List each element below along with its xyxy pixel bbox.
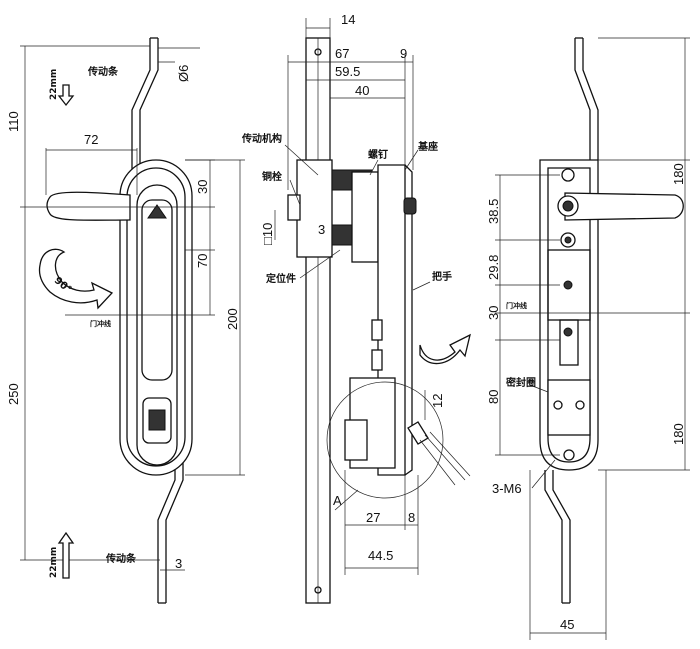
right-view: 180 180 38.5 29.8 30 80 45 3-M6 门冲线 密封圈 (486, 37, 690, 640)
stroke-top: 22mm (49, 69, 59, 100)
dim-14: 14 (341, 12, 355, 27)
dim-45: 45 (560, 617, 574, 632)
detail-circle-A (326, 381, 444, 499)
label-rod-bottom: 传动条 (105, 552, 137, 565)
label-screw: 螺钉 (368, 148, 388, 161)
rod-top (131, 38, 159, 170)
dim-70: 70 (195, 254, 210, 268)
dim-8: 8 (408, 510, 415, 525)
rotation-arrow-icon (38, 248, 114, 310)
dim-180-top: 180 (671, 163, 686, 185)
dim-3: 3 (175, 556, 182, 571)
dim-59-5: 59.5 (335, 64, 360, 79)
top-indicator (147, 204, 167, 219)
dim-180-bottom: 180 (671, 423, 686, 445)
dim-27: 27 (366, 510, 380, 525)
label-door-line-right: 门冲线 (506, 301, 527, 310)
handle (46, 191, 131, 221)
dim-72: 72 (84, 132, 98, 147)
dim-44-5: 44.5 (368, 548, 393, 563)
dim-3-mid: 3 (318, 222, 325, 237)
dim-9: 9 (400, 46, 407, 61)
dim-sq10: □10 (260, 223, 275, 245)
stroke-bottom: 22mm (49, 547, 59, 578)
dim-30: 30 (195, 180, 210, 194)
dim-29-8: 29.8 (486, 255, 501, 280)
dim-30-right: 30 (486, 306, 501, 320)
rod-bottom (157, 460, 184, 603)
dim-80: 80 (486, 390, 501, 404)
rod-right-top (574, 38, 599, 160)
dim-200: 200 (225, 308, 240, 330)
dim-phi6: Ø6 (176, 65, 191, 82)
dim-67: 67 (335, 46, 349, 61)
handle-right (564, 192, 684, 221)
dim-40: 40 (355, 83, 369, 98)
rotation-arrow-middle-icon (419, 333, 471, 365)
dim-3-M6: 3-M6 (492, 481, 522, 496)
label-rod-top: 传动条 (87, 65, 119, 78)
key-icon (407, 421, 429, 445)
dim-38-5: 38.5 (486, 199, 501, 224)
left-view: 110 250 72 30 70 200 Ø6 3 22mm 22mm 传动条 … (6, 37, 245, 604)
mechanism-block (296, 159, 333, 258)
detail-label-A: A (333, 493, 342, 508)
dim-12: 12 (430, 394, 445, 408)
dim-110: 110 (6, 111, 21, 132)
dim-250: 250 (6, 383, 21, 405)
label-mechanism: 传动机构 (241, 132, 282, 145)
middle-view: 14 67 9 59.5 40 □10 3 12 27 8 44.5 A 传动机… (241, 12, 471, 604)
label-base: 基座 (417, 140, 438, 153)
label-bolt: 铜栓 (262, 170, 282, 183)
arrow-up (57, 531, 75, 579)
label-handle: 把手 (432, 270, 452, 283)
lock-housing (119, 159, 193, 476)
arrow-down (57, 84, 75, 107)
label-positioner: 定位件 (266, 272, 296, 285)
label-door-line: 门冲线 (90, 319, 111, 328)
rod-right-bottom (544, 470, 571, 603)
label-seal: 密封圈 (506, 376, 536, 389)
